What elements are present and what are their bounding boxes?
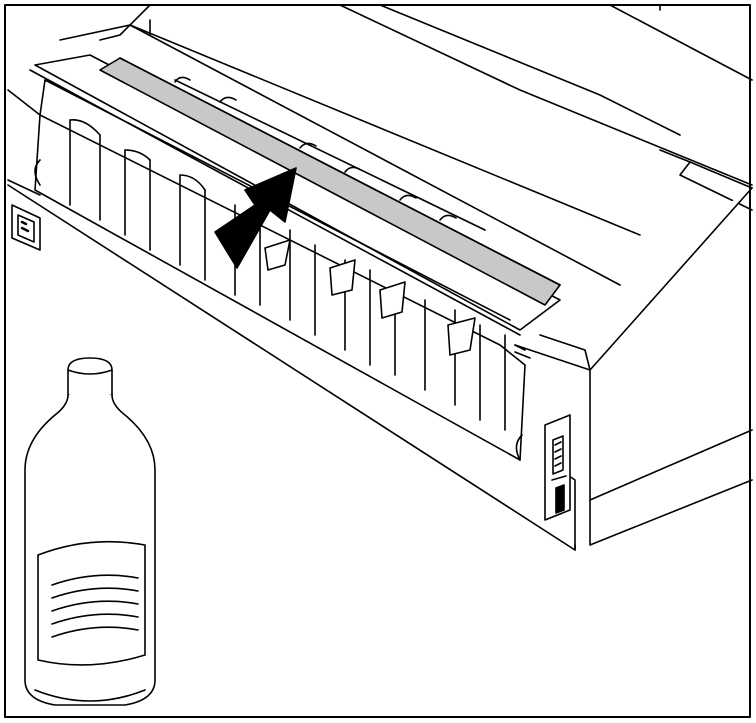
cleaning-bottle-icon bbox=[24, 357, 156, 706]
power-socket-icon bbox=[11, 204, 41, 251]
bottle-label bbox=[37, 540, 146, 666]
pointer-arrow bbox=[214, 167, 297, 269]
printer-illustration bbox=[7, 4, 753, 551]
tractor-fins bbox=[69, 118, 531, 431]
serial-port-icon bbox=[551, 475, 567, 514]
